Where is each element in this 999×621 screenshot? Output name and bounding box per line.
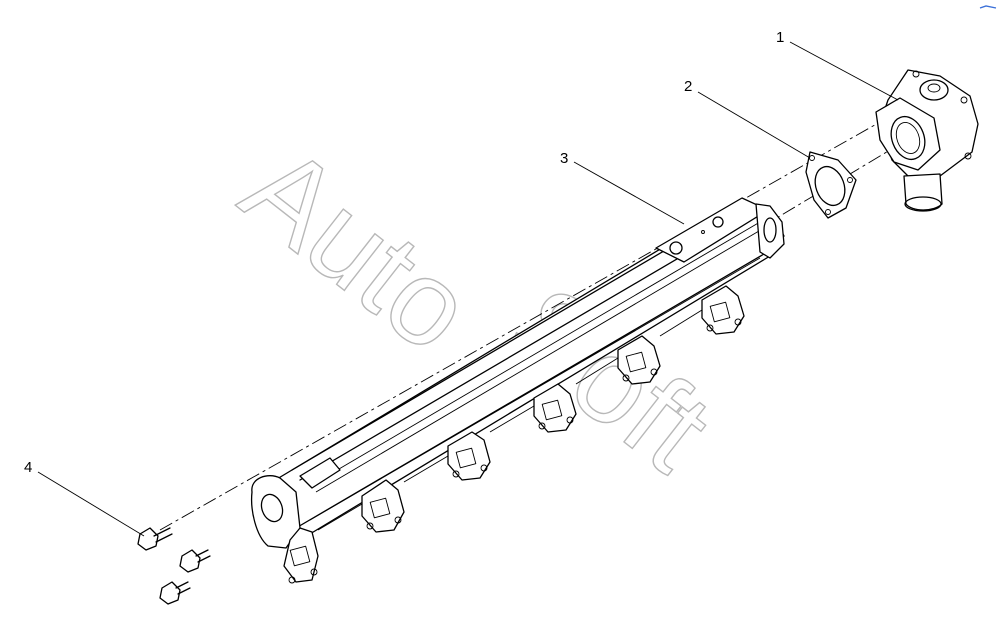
gasket[interactable] (805, 151, 857, 219)
port-runner (283, 527, 319, 584)
port-runner (617, 335, 661, 385)
port-runner (361, 479, 405, 533)
bolt[interactable] (179, 549, 211, 573)
callout-3: 3 (560, 150, 568, 167)
bolt[interactable] (159, 581, 191, 605)
bolt[interactable] (137, 527, 173, 551)
callout-4: 4 (24, 459, 32, 476)
corner-logo-icon (979, 5, 997, 9)
watermark-line1: Auto (219, 120, 496, 378)
elbow-housing[interactable] (875, 69, 979, 212)
port-runner (701, 285, 745, 335)
callout-2: 2 (684, 78, 692, 95)
callout-1: 1 (776, 29, 784, 46)
exhaust-manifold[interactable] (250, 197, 785, 584)
callout-leaders (37, 41, 899, 537)
port-runner (533, 383, 577, 433)
port-runner (447, 431, 491, 481)
